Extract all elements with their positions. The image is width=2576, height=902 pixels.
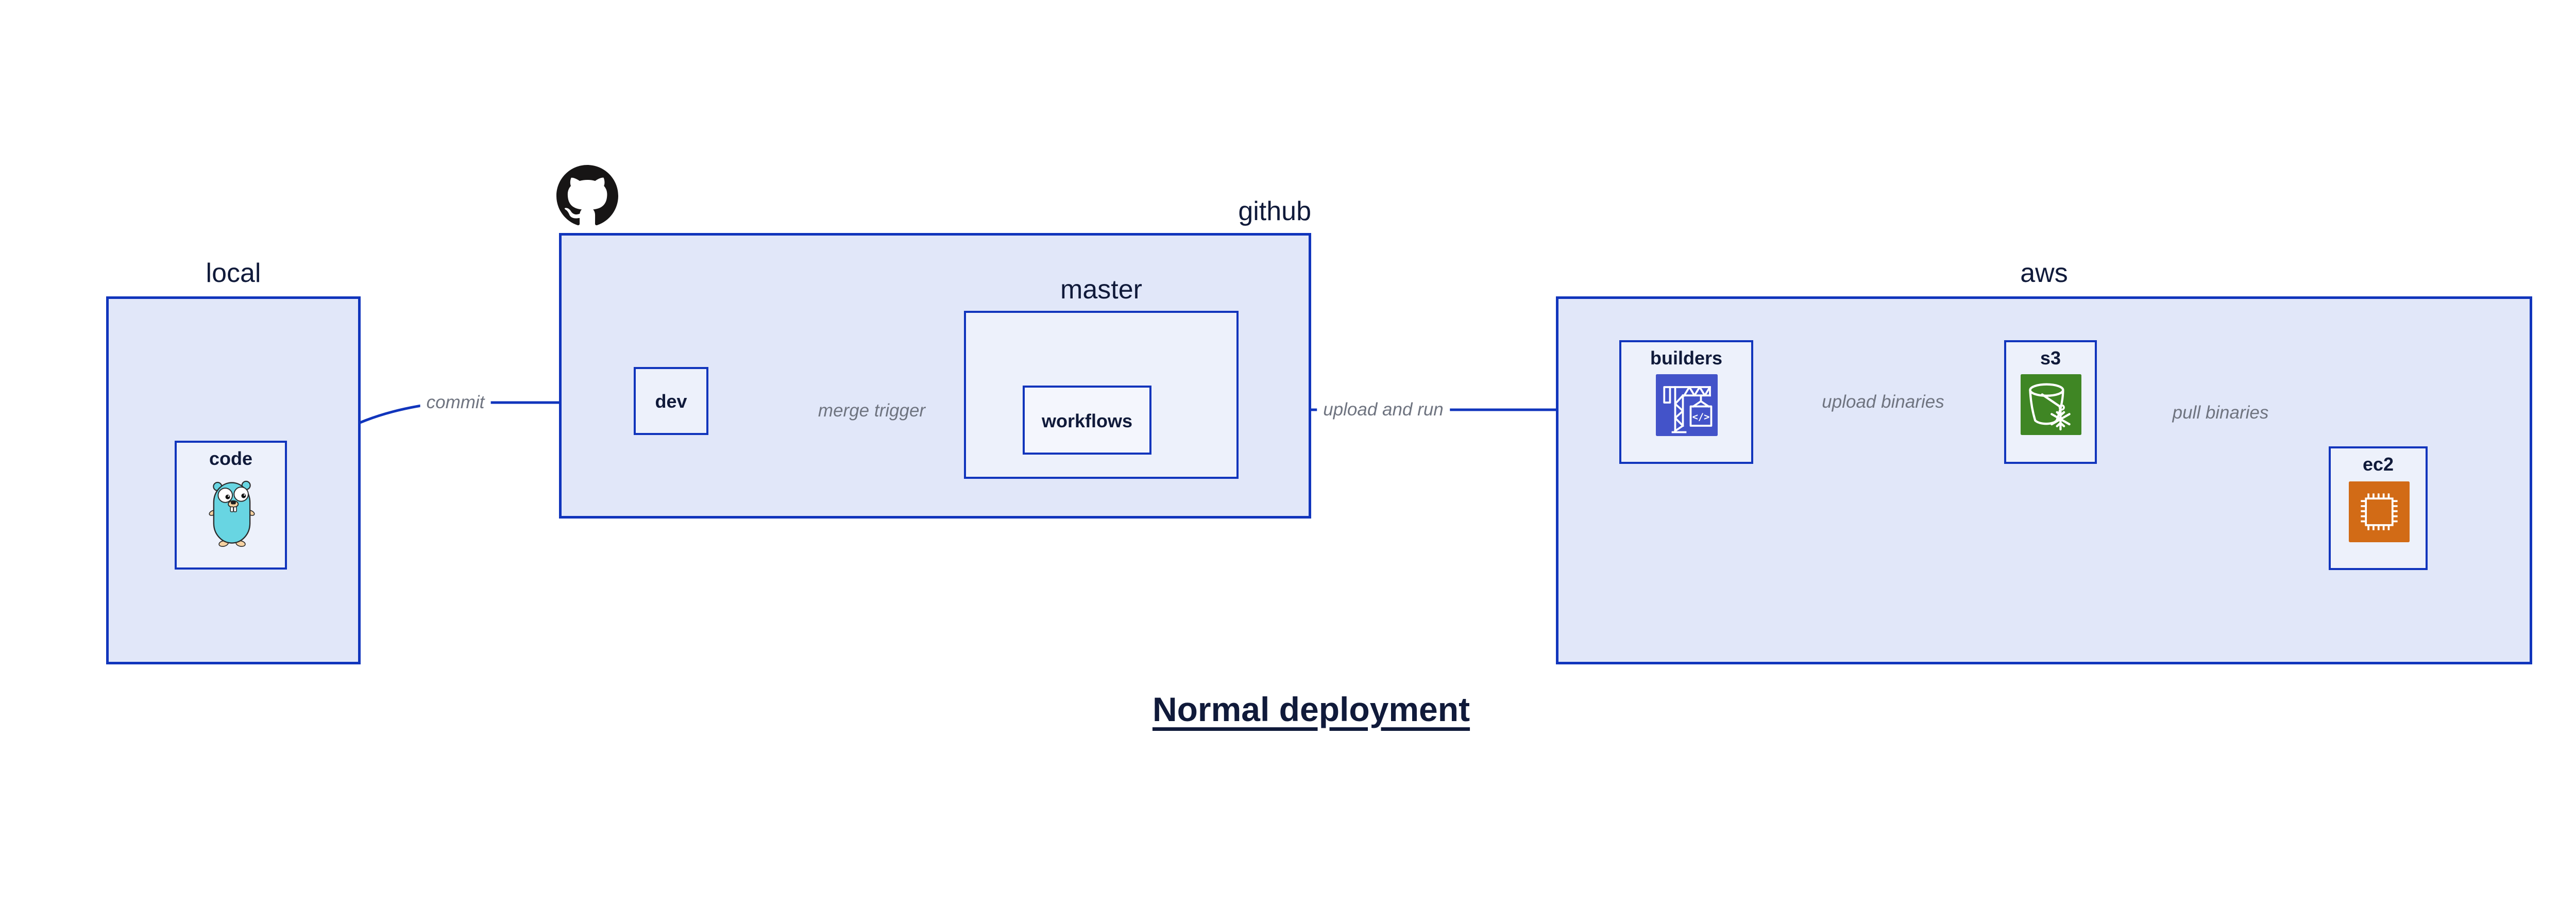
node-workflows-box: workflows bbox=[1023, 386, 1151, 455]
node-s3-box: s3 bbox=[2004, 340, 2097, 464]
diagram-title: Normal deployment bbox=[1152, 690, 1470, 728]
node-label-builders: builders bbox=[1650, 347, 1723, 369]
node-dev-box: dev bbox=[634, 367, 708, 435]
node-label-ec2: ec2 bbox=[2362, 454, 2394, 475]
node-builders-box: builders </> bbox=[1619, 340, 1753, 464]
ec2-chip-icon bbox=[2349, 481, 2410, 542]
edge-label-pull-binaries: pull binaries bbox=[2166, 402, 2275, 424]
container-label-master: master bbox=[1060, 275, 1142, 305]
node-label-code: code bbox=[209, 448, 253, 469]
container-label-github: github bbox=[1238, 196, 1311, 226]
container-label-aws: aws bbox=[2020, 258, 2068, 288]
github-octocat-icon bbox=[556, 165, 618, 227]
edge-label-upload-binaries: upload binaries bbox=[1816, 391, 1951, 413]
node-ec2-box: ec2 bbox=[2329, 446, 2428, 570]
node-label-dev: dev bbox=[655, 391, 687, 412]
node-label-workflows: workflows bbox=[1041, 410, 1133, 431]
edge-label-upload-and-run: upload and run bbox=[1317, 398, 1450, 421]
container-label-local: local bbox=[206, 258, 261, 288]
node-label-s3: s3 bbox=[2040, 347, 2061, 369]
s3-glacier-bucket-icon bbox=[2021, 374, 2081, 435]
codebuild-crane-icon: </> bbox=[1656, 374, 1718, 436]
edge-label-commit: commit bbox=[420, 391, 491, 414]
codebuild-code-glyph: </> bbox=[1692, 412, 1710, 423]
go-gopher-icon bbox=[206, 479, 258, 547]
edge-label-merge-trigger: merge trigger bbox=[811, 399, 932, 422]
node-code-box: code bbox=[175, 441, 287, 570]
